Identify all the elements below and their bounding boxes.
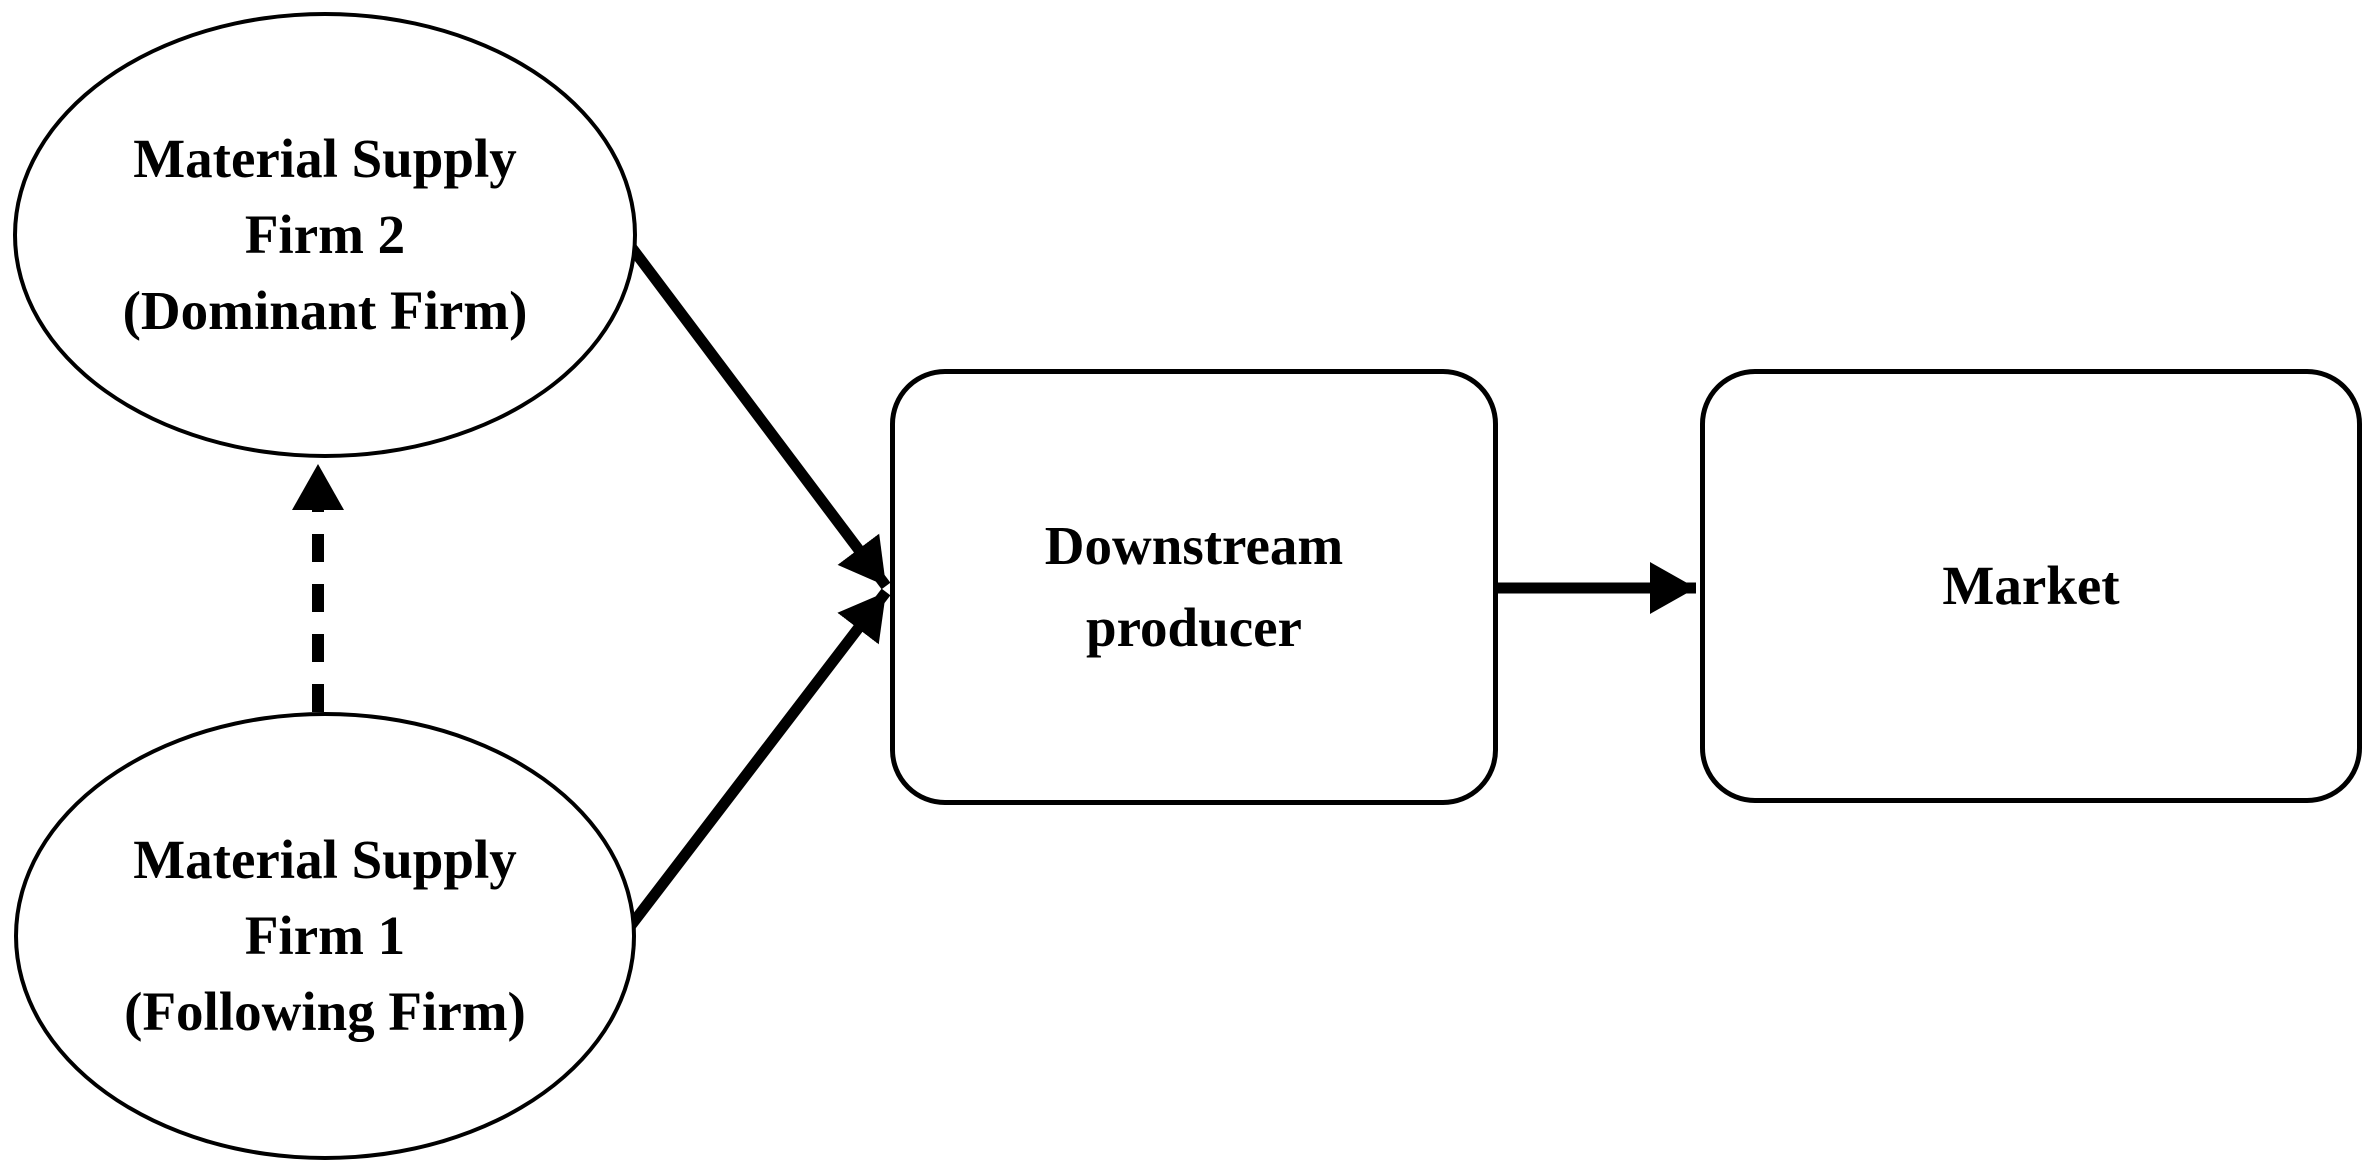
node-market: Market bbox=[1700, 369, 2362, 803]
node-downstream-producer-label: Downstream producer bbox=[1044, 515, 1344, 658]
edge-firm1-to-producer bbox=[621, 588, 891, 936]
node-material-supply-firm-2: Material Supply Firm 2 (Dominant Firm) bbox=[13, 12, 637, 458]
edge-firm2-to-producer bbox=[621, 236, 891, 590]
node-material-supply-firm-2-label: Material Supply Firm 2 (Dominant Firm) bbox=[122, 128, 528, 341]
node-material-supply-firm-1-label: Material Supply Firm 1 (Following Firm) bbox=[124, 829, 526, 1042]
node-downstream-producer: Downstream producer bbox=[890, 369, 1498, 805]
node-material-supply-firm-1: Material Supply Firm 1 (Following Firm) bbox=[14, 712, 636, 1160]
node-market-label: Market bbox=[1942, 555, 2120, 616]
